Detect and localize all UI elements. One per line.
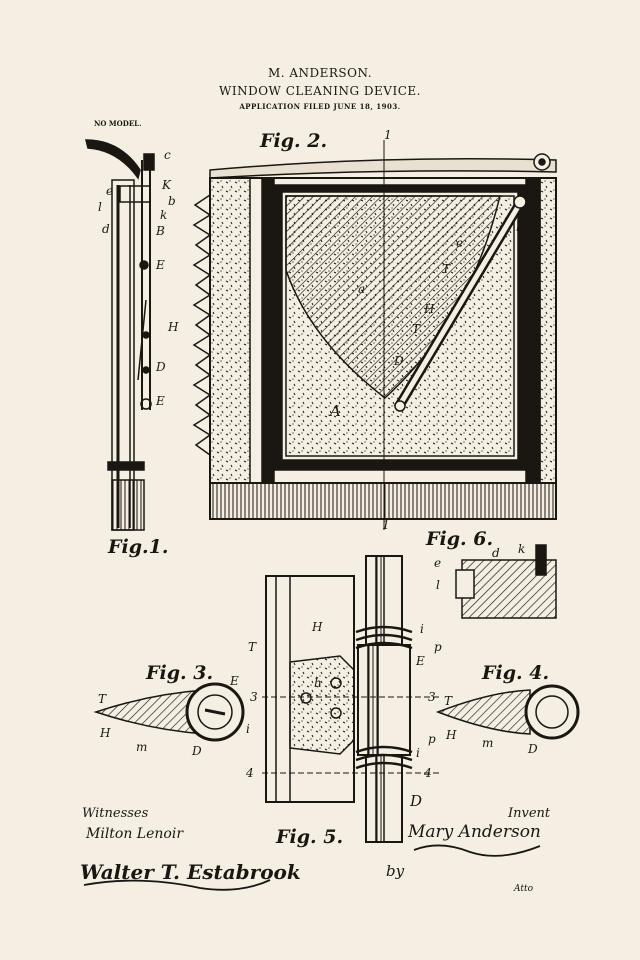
ref-i-fig5-top: i bbox=[420, 622, 424, 636]
ref-H-fig2: H bbox=[424, 302, 435, 316]
ref-H-fig1: H bbox=[168, 320, 179, 334]
signature-flourishes bbox=[83, 844, 541, 891]
ref-3-right: 3 bbox=[428, 690, 436, 704]
ref-4-left: 4 bbox=[246, 766, 254, 780]
by-label: by bbox=[386, 862, 405, 880]
witnesses-label: Witnesses bbox=[82, 806, 149, 821]
witness-signature-2: Walter T. Estabrook bbox=[80, 860, 301, 884]
fig2-drawing bbox=[192, 140, 557, 530]
ref-p-fig5-top: p bbox=[434, 640, 442, 654]
ref-e-fig6: e bbox=[434, 556, 442, 570]
ref-E-fig5: E bbox=[416, 654, 425, 668]
ref-H-fig4: H bbox=[446, 728, 457, 742]
ref-D-fig3: D bbox=[192, 744, 202, 758]
ref-e-fig2: e bbox=[456, 236, 464, 250]
patent-application-date: APPLICATION FILED JUNE 18, 1903. bbox=[239, 102, 401, 111]
inventor-label: Invent bbox=[508, 806, 551, 821]
ref-E-fig1: E bbox=[156, 258, 165, 272]
ref-p-fig5-bottom: p bbox=[428, 732, 436, 746]
fig3-drawing bbox=[93, 682, 245, 742]
ref-k-fig6: k bbox=[518, 542, 526, 556]
ref-l: l bbox=[98, 200, 102, 214]
witness-signature-1: Milton Lenoir bbox=[86, 826, 184, 842]
inventor-signature: Mary Anderson bbox=[408, 822, 541, 842]
fig1-drawing bbox=[85, 139, 155, 531]
ref-i-fig3: i bbox=[246, 722, 250, 736]
ref-D-fig2: D bbox=[394, 354, 404, 368]
patent-inventor: M. ANDERSON. bbox=[267, 66, 373, 80]
fig2-title: Fig. 2. bbox=[260, 130, 328, 152]
ref-i-fig5-bottom: i bbox=[416, 746, 420, 760]
ref-E-fig1-lower: E bbox=[156, 394, 165, 408]
ref-T-fig5: T bbox=[248, 640, 257, 654]
ref-m-fig4: m bbox=[482, 736, 494, 750]
ref-c: c bbox=[164, 148, 171, 162]
ref-B: B bbox=[156, 224, 165, 238]
ref-T-fig4: T bbox=[444, 694, 453, 708]
ref-1-top: 1 bbox=[384, 128, 392, 142]
ref-D-fig5: D bbox=[410, 792, 423, 810]
ref-H-fig3: H bbox=[100, 726, 111, 740]
ref-e: e bbox=[106, 184, 114, 198]
ref-T-fig3: T bbox=[98, 692, 107, 706]
fig6-drawing bbox=[455, 544, 557, 619]
ref-m-fig3: m bbox=[136, 740, 148, 754]
attorney-label: Atto bbox=[514, 884, 533, 894]
ref-b: b bbox=[168, 194, 176, 208]
ref-1-bottom: 1 bbox=[382, 518, 390, 532]
ref-l-fig6: l bbox=[436, 578, 440, 592]
ref-d: d bbox=[102, 222, 110, 236]
ref-T-fig2-lower: T bbox=[412, 322, 421, 336]
ref-3-left: 3 bbox=[250, 690, 258, 704]
ref-E-fig3: E bbox=[230, 674, 239, 688]
ref-K: K bbox=[162, 178, 171, 192]
no-model-label: NO MODEL. bbox=[94, 119, 142, 128]
fig4-title: Fig. 4. bbox=[482, 662, 550, 684]
fig4-drawing bbox=[435, 684, 580, 740]
fig6-title: Fig. 6. bbox=[426, 528, 494, 550]
fig3-title: Fig. 3. bbox=[146, 662, 214, 684]
ref-D-fig4: D bbox=[528, 742, 538, 756]
ref-A: A bbox=[330, 402, 341, 420]
ref-h-fig5: h bbox=[314, 676, 322, 690]
ref-D-fig1: D bbox=[156, 360, 166, 374]
ref-T-fig2: T bbox=[442, 262, 451, 276]
ref-d-fig6: d bbox=[492, 546, 500, 560]
fig5-title: Fig. 5. bbox=[276, 826, 344, 848]
ref-k: k bbox=[160, 208, 168, 222]
fig1-title: Fig.1. bbox=[108, 536, 169, 558]
ref-a: a bbox=[358, 282, 366, 296]
patent-title: WINDOW CLEANING DEVICE. bbox=[219, 84, 421, 98]
fig5-drawing bbox=[262, 555, 440, 843]
ref-H-fig5: H bbox=[312, 620, 323, 634]
ref-b-fig2: b bbox=[516, 220, 524, 234]
ref-4-right: 4 bbox=[424, 766, 432, 780]
